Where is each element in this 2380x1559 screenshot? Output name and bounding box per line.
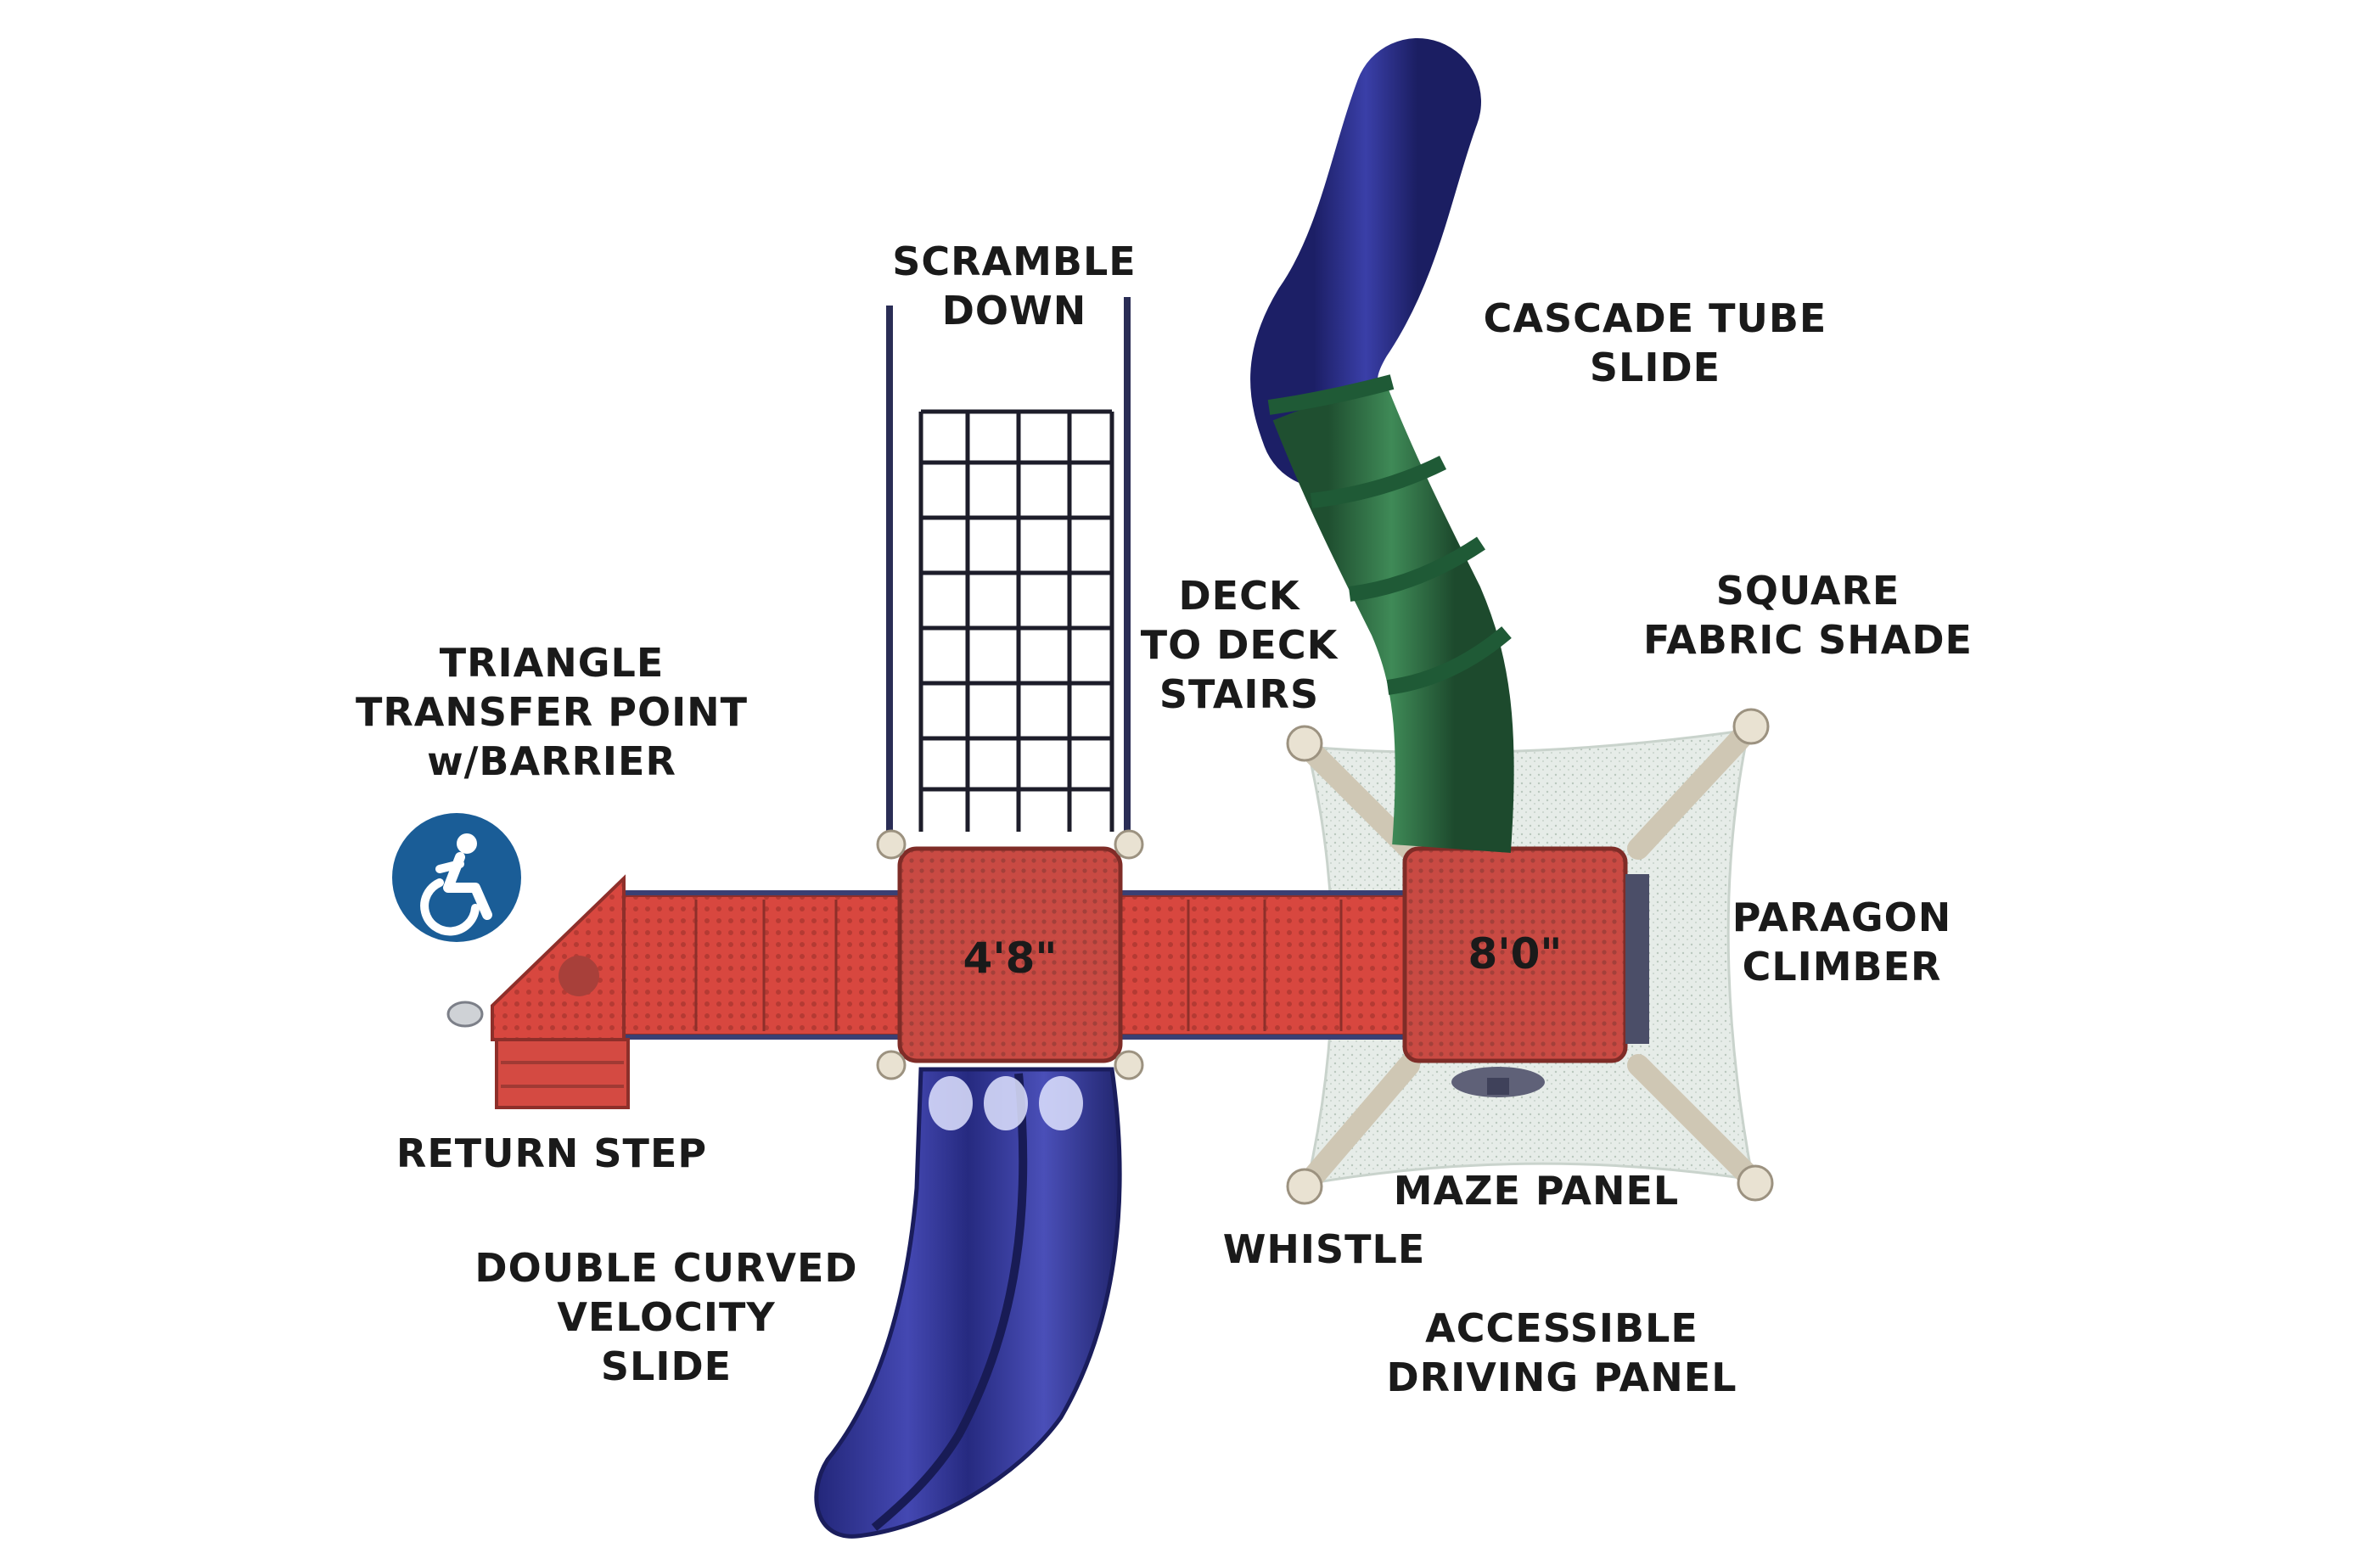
right-deck-height: 8'0": [1468, 929, 1563, 979]
label-square-fabric-shade: SQUARE FABRIC SHADE: [1643, 568, 1973, 663]
label-paragon-climber: PARAGON CLIMBER: [1732, 894, 1952, 990]
cascade-tube-slide-graphic: [1250, 38, 1514, 853]
transfer-point-graphic: [446, 874, 630, 1109]
left-deck-graphic: [876, 829, 1144, 1080]
accessibility-icon: [392, 813, 521, 942]
left-deck-height: 4'8": [963, 934, 1058, 983]
label-triangle-transfer-point: TRIANGLE TRANSFER POINT w/BARRIER: [355, 640, 749, 784]
label-whistle: WHISTLE: [1222, 1226, 1426, 1272]
label-scramble-down: SCRAMBLE DOWN: [892, 238, 1137, 334]
scramble-down-net-graphic: [886, 297, 1131, 840]
label-cascade-tube-slide: CASCADE TUBE SLIDE: [1483, 295, 1827, 390]
double-curved-velocity-slide-graphic: [814, 1067, 1122, 1539]
label-maze-panel: MAZE PANEL: [1393, 1168, 1680, 1214]
label-accessible-driving-panel: ACCESSIBLE DRIVING PANEL: [1386, 1305, 1737, 1400]
right-deck-graphic: [1402, 846, 1649, 1097]
label-double-curved-velocity-slide: DOUBLE CURVED VELOCITY SLIDE: [474, 1245, 858, 1389]
label-return-step: RETURN STEP: [396, 1130, 708, 1176]
label-deck-to-deck-stairs: DECK TO DECK STAIRS: [1140, 573, 1339, 717]
